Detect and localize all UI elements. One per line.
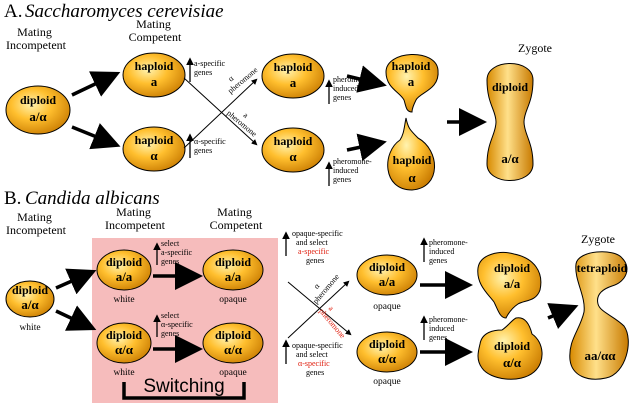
svg-text:a/α: a/α: [501, 151, 519, 166]
cell-white-alpha-alpha: diploid α/α white: [96, 322, 152, 378]
svg-text:a: a: [290, 75, 297, 90]
pheromone-induced-b1-label: pheromone- induced genes: [429, 238, 470, 265]
svg-text:diploid: diploid: [106, 255, 142, 269]
select-a-genes-label: select a-specific genes: [161, 239, 194, 266]
svg-text:haploid: haploid: [274, 134, 313, 148]
shmoo-haploid-alpha: haploid α: [387, 117, 435, 191]
svg-text:diploid: diploid: [492, 80, 528, 94]
cell-haploid-a: haploid a: [122, 52, 186, 98]
shmoo-haploid-a: haploid a: [385, 54, 439, 113]
svg-text:a/a: a/a: [379, 274, 396, 289]
a-pheromone-arrow-b: [287, 281, 352, 336]
section-b-organism: Candida albicans: [25, 188, 160, 209]
svg-text:diploid: diploid: [12, 283, 48, 297]
svg-text:tetraploid: tetraploid: [577, 261, 628, 275]
cell-haploid-alpha: haploid α: [122, 126, 186, 172]
section-a-organism: Saccharomyces cerevisiae: [25, 1, 224, 22]
stage-zygote-label: Zygote: [518, 41, 552, 55]
shmoo-diploid-alpha-alpha: diploid α/α: [477, 317, 543, 380]
stage-competent-b-label: Mating Competent: [210, 205, 263, 232]
svg-text:α: α: [289, 149, 297, 164]
svg-text:white: white: [19, 323, 40, 333]
cell-opaque-a-a: diploid a/a opaque: [202, 249, 264, 305]
opaque-specific-top-label: opaque-specific and select a-specific ge…: [292, 229, 345, 265]
arrow-to-mating-a: [346, 65, 387, 93]
cell-diploid-white: diploid a/α white: [5, 280, 55, 333]
svg-text:a/a: a/a: [225, 269, 242, 284]
svg-text:α/α: α/α: [115, 342, 134, 357]
alpha-specific-genes-label: α-specific genes: [194, 137, 228, 155]
select-alpha-genes-label: select α-specific genes: [161, 311, 195, 338]
svg-text:a/a: a/a: [116, 269, 133, 284]
svg-text:aa/αα: aa/αα: [584, 348, 616, 363]
svg-text:a: a: [151, 74, 158, 89]
svg-text:haploid: haploid: [392, 59, 431, 73]
cell-responding-haploid-a: haploid a: [261, 53, 325, 99]
svg-text:a: a: [408, 74, 415, 89]
svg-text:α/α: α/α: [503, 355, 522, 370]
arrow-to-tetraploid: [547, 303, 579, 329]
arrow-to-haploid-a: [71, 71, 121, 97]
cell-diploid-a-alpha: diploid a/α: [5, 85, 71, 135]
svg-text:haploid: haploid: [135, 133, 174, 147]
alpha-pheromone-arrow: [183, 78, 258, 149]
pheromone-induced-b2-label: pheromone- induced genes: [429, 315, 470, 342]
stage-zygote-b-label: Zygote: [581, 232, 615, 246]
shmoo-diploid-a-a: diploid a/a: [477, 252, 542, 319]
opaque-specific-bottom-label: opaque-specific and select α-specific ge…: [292, 341, 345, 377]
svg-text:diploid: diploid: [20, 93, 56, 107]
alpha-pheromone-arrow-b: [287, 280, 350, 339]
svg-text:diploid: diploid: [494, 261, 530, 275]
cell-responding-haploid-alpha: haploid α: [261, 127, 325, 173]
zygote-diploid: diploid a/α: [486, 63, 534, 181]
cell-white-a-a: diploid a/a white: [96, 249, 152, 305]
section-a-letter: A.: [4, 1, 22, 22]
svg-text:α/α: α/α: [224, 342, 243, 357]
svg-text:diploid: diploid: [369, 260, 405, 274]
pheromone-induced-label-1: pheromone- induced genes: [333, 75, 374, 102]
svg-text:a/a: a/a: [504, 276, 521, 291]
svg-text:haploid: haploid: [135, 59, 174, 73]
svg-text:α: α: [150, 148, 158, 163]
stage-competent-label: Mating Competent: [129, 17, 182, 44]
section-a: A. Saccharomyces cerevisiae Mating Incom…: [4, 1, 552, 191]
cell-competent-a-a: diploid a/a opaque: [356, 254, 418, 312]
pheromone-induced-label-2: pheromone- induced genes: [333, 157, 374, 184]
a-pheromone-arrow: [183, 77, 258, 146]
arrow-to-white-a: [55, 268, 97, 295]
svg-text:a/α: a/α: [21, 297, 39, 312]
svg-text:opaque: opaque: [373, 302, 400, 312]
cell-competent-alpha-alpha: diploid α/α opaque: [356, 331, 418, 387]
svg-text:opaque: opaque: [219, 295, 246, 305]
svg-text:white: white: [113, 368, 134, 378]
arrow-to-haploid-alpha: [71, 123, 121, 150]
svg-text:haploid: haploid: [393, 153, 432, 167]
zygote-tetraploid: tetraploid aa/αα: [569, 251, 629, 380]
svg-text:a/α: a/α: [29, 109, 47, 124]
section-b: B. Candida albicans Mating Incompetent M…: [4, 188, 629, 403]
svg-text:haploid: haploid: [274, 60, 313, 74]
cell-opaque-alpha-alpha: diploid α/α opaque: [202, 322, 264, 378]
stage-incompetent-2-label: Mating Incompetent: [105, 205, 166, 232]
svg-text:opaque: opaque: [219, 368, 246, 378]
section-b-letter: B.: [4, 188, 21, 209]
svg-text:diploid: diploid: [494, 339, 530, 353]
a-specific-genes-label: a-specific genes: [194, 59, 227, 77]
switching-bracket: [122, 382, 246, 400]
arrow-to-white-alpha: [55, 305, 97, 331]
svg-text:opaque: opaque: [373, 377, 400, 387]
svg-text:diploid: diploid: [369, 337, 405, 351]
svg-text:white: white: [113, 295, 134, 305]
svg-text:diploid: diploid: [215, 328, 251, 342]
svg-text:diploid: diploid: [215, 255, 251, 269]
a-pheromone-label-b: a pheromone: [317, 301, 354, 340]
stage-incompetent-1-label: Mating Incompetent: [6, 210, 67, 237]
stage-incompetent-label: Mating Incompetent: [6, 25, 67, 52]
switching-label: Switching: [143, 376, 224, 397]
arrow-to-mating-alpha: [346, 133, 387, 162]
svg-text:α: α: [408, 170, 416, 185]
svg-text:α/α: α/α: [378, 351, 397, 366]
svg-text:diploid: diploid: [106, 328, 142, 342]
